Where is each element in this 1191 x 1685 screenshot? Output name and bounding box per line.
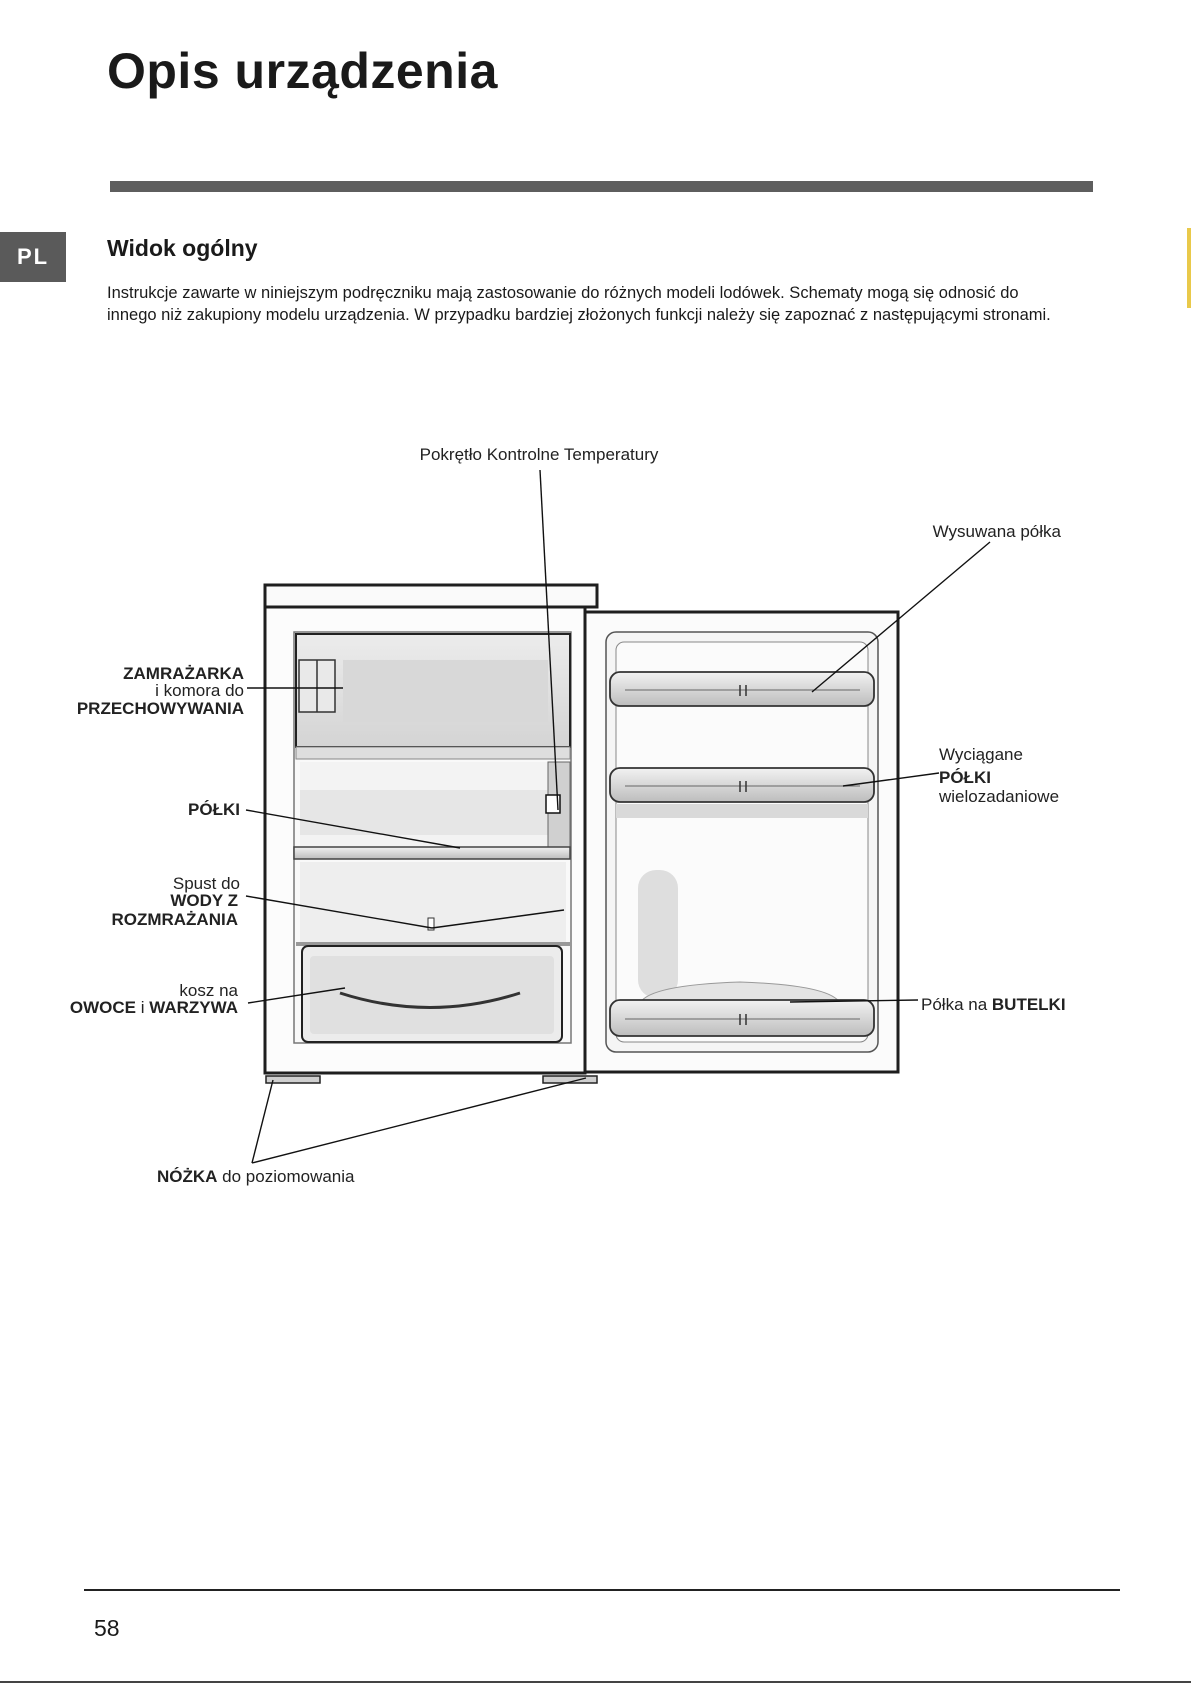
label-freezer-line3: PRZECHOWYWANIA (77, 699, 244, 718)
label-crisper-line1: kosz na (179, 981, 238, 1000)
label-freezer-line2: i komora do (155, 681, 244, 700)
label-feet: NÓŻKA do poziomowania (157, 1167, 355, 1186)
page-title: Opis urządzenia (107, 43, 498, 99)
label-shelves: PÓŁKI (188, 800, 240, 819)
label-crisper-fruit: OWOCE (70, 998, 136, 1017)
crisper-drawer (301, 945, 563, 1043)
section-heading: Widok ogólny (107, 235, 258, 261)
label-bottle-bold: BUTELKI (992, 995, 1066, 1014)
label-crisper-and: i (136, 998, 149, 1017)
door-shelf-top (609, 671, 875, 707)
edge-marker (1187, 228, 1191, 308)
label-drain-line3: ROZMRAŻANIA (111, 910, 238, 929)
label-freezer-line1: ZAMRAŻARKA (123, 664, 244, 683)
label-feet-bold: NÓŻKA (157, 1167, 217, 1186)
label-drain-line2: WODY Z (170, 891, 238, 910)
bottom-rule (0, 1681, 1191, 1683)
page-number: 58 (94, 1615, 120, 1641)
label-door-shelves-line2: PÓŁKI (939, 768, 991, 787)
footer-rule (84, 1589, 1120, 1591)
freezer-compartment (295, 633, 571, 760)
leader-lines (245, 469, 991, 1164)
intro-paragraph: Instrukcje zawarte w niniejszym podręczn… (107, 284, 1051, 324)
label-bottle-prefix: Półka na (921, 995, 992, 1014)
defrost-drain-area (296, 862, 570, 946)
door-shelf-bottles (609, 981, 875, 1037)
label-door-shelves-line1: Wyciągane (939, 745, 1023, 764)
label-feet-rest: do poziomowania (217, 1167, 355, 1186)
label-bottle-shelf: Półka na BUTELKI (921, 995, 1066, 1014)
label-sliding-shelf: Wysuwana półka (933, 522, 1062, 541)
label-crisper-line2: OWOCE i WARZYWA (70, 998, 238, 1017)
label-door-shelves-line3: wielozadaniowe (938, 787, 1059, 806)
language-tab: PL (0, 232, 66, 282)
leveling-feet (265, 1075, 598, 1084)
title-rule (110, 181, 1093, 192)
label-thermostat: Pokrętło Kontrolne Temperatury (420, 445, 659, 464)
door-shelf-middle (609, 767, 875, 818)
label-drain-line1: Spust do (173, 874, 240, 893)
label-crisper-veg: WARZYWA (149, 998, 238, 1017)
fridge-shelves (293, 761, 571, 860)
